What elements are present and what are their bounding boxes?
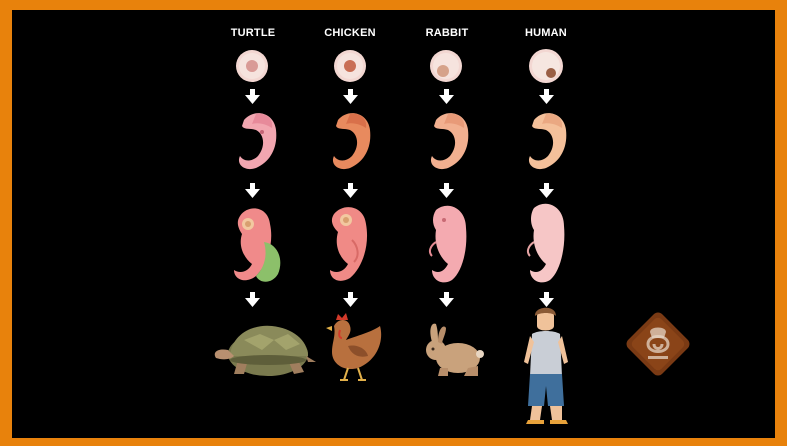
chicken-early-embryo-icon [333, 113, 370, 169]
human-late-embryo-icon [528, 204, 564, 283]
turtle-early-embryo-icon [239, 113, 276, 169]
chicken-egg-icon [334, 50, 366, 82]
rabbit-late-embryo-icon [430, 206, 466, 283]
chicken-icon [326, 313, 381, 380]
human-egg-icon [529, 49, 563, 83]
embryo-diagram [12, 10, 775, 438]
arrow-down-icon [245, 292, 554, 307]
rabbit-early-embryo-icon [431, 113, 468, 169]
chicken-late-embryo-icon [330, 207, 367, 281]
arrow-down-icon [245, 89, 554, 104]
turtle-icon [215, 326, 316, 376]
rabbit-icon [426, 324, 484, 376]
rabbit-egg-icon [430, 50, 462, 82]
turtle-late-embryo-icon [234, 208, 280, 281]
turtle-egg-icon [236, 50, 268, 82]
microscope-g-logo-icon [624, 310, 692, 378]
human-early-embryo-icon [529, 113, 566, 169]
diagram-canvas: TURTLE CHICKEN RABBIT HUMAN [12, 10, 775, 438]
arrow-down-icon [245, 183, 554, 198]
human-child-icon [524, 308, 568, 424]
